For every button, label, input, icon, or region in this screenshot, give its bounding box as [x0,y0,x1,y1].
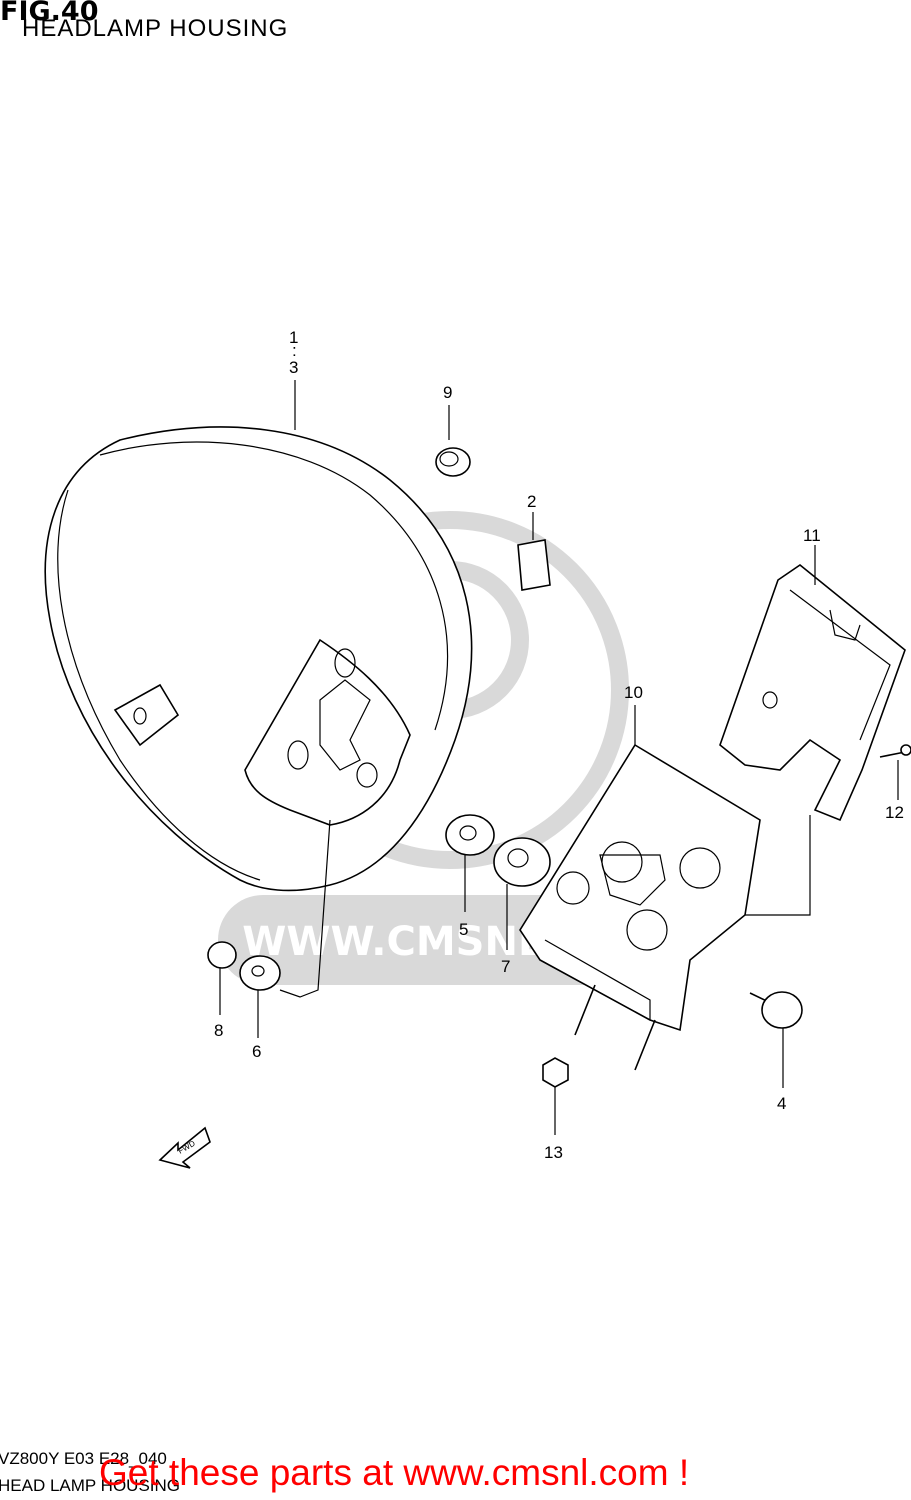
footer-model-code: VZ800Y E03 E28_040 [0,1449,167,1468]
callout-11: 11 [803,526,821,545]
bolt-part-4 [749,991,803,1088]
callout-9: 9 [443,383,452,402]
callout-5: 5 [459,920,468,939]
callout-1: 1 [289,328,298,347]
rubber-part-5 [445,814,495,912]
washer-part-6 [239,955,281,1038]
screw-part-12 [879,744,911,800]
callout-10: 10 [624,683,643,702]
cover-part-11 [719,545,906,822]
footer-section-name: HEAD LAMP HOUSING [0,1476,181,1495]
rubber-part-7 [493,837,551,950]
nut-part-13 [542,1057,569,1135]
nut-part-8 [207,941,237,1015]
callout-7: 7 [501,957,510,976]
callout-2: 2 [527,492,536,511]
callout-3: 3 [289,358,298,377]
headlamp-shell [44,380,473,998]
bracket-part-10 [519,705,811,1071]
callout-12: 12 [885,803,904,822]
callout-4: 4 [777,1094,786,1113]
promo-link[interactable]: Get these parts at www.cmsnl.com ! [99,1452,690,1493]
callout-8: 8 [214,1021,223,1040]
callout-1-separator: : [292,341,297,360]
callout-numbers: 1 : 3 9 2 11 10 12 5 7 8 6 4 13 [214,328,904,1162]
fwd-arrow-icon: FWD [158,1126,211,1169]
grommet-part-9 [435,405,471,477]
figure-number: FIG.40 [0,0,99,27]
callout-6: 6 [252,1042,261,1061]
callout-13: 13 [544,1143,563,1162]
figure-subtitle: HEADLAMP HOUSING [22,15,289,42]
pad-part-2 [517,512,551,591]
